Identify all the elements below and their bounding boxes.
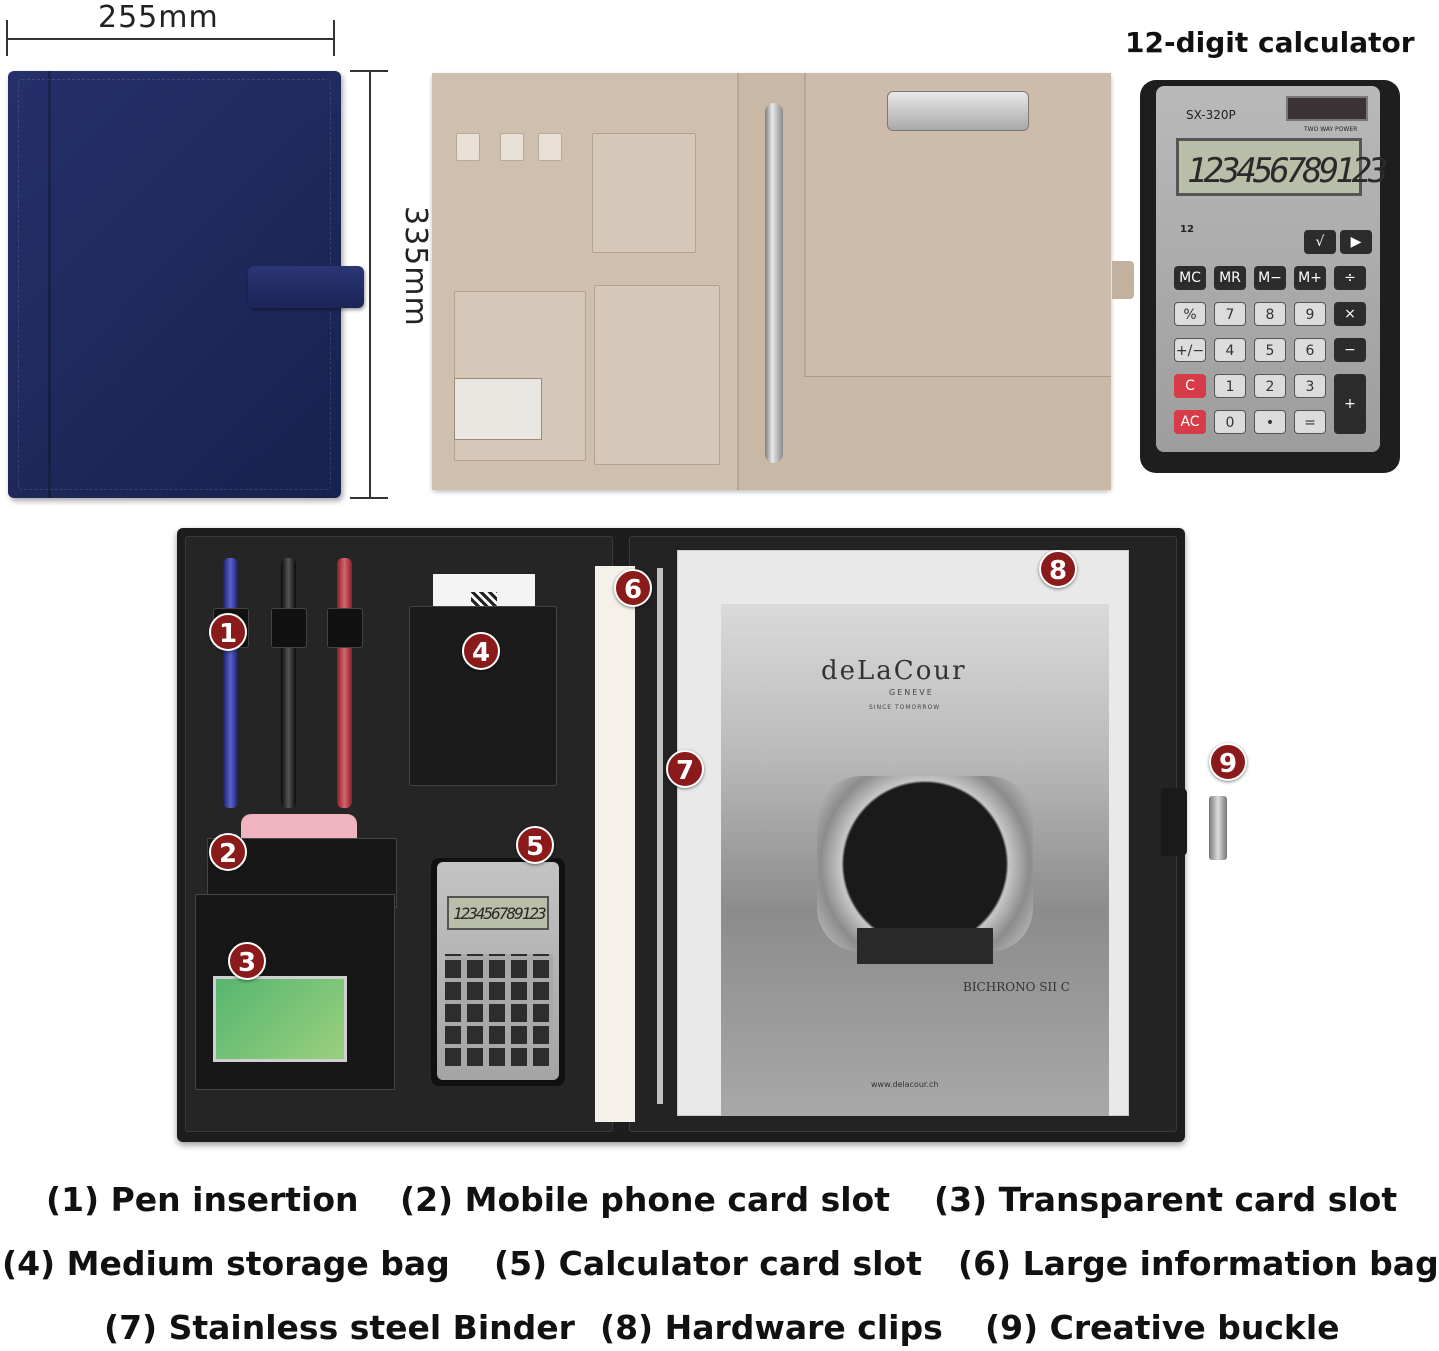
width-dimension-tick-right <box>333 20 335 56</box>
brochure-brand: deLaCour <box>821 656 967 686</box>
watch-image <box>817 776 1033 952</box>
calculator-key: M− <box>1254 266 1286 290</box>
callout-2: 2 <box>209 833 247 871</box>
small-calculator-display-text: 123456789123 <box>453 904 547 923</box>
calculator-key: + <box>1334 374 1366 434</box>
brochure-model: BICHRONO SII C <box>963 980 1070 994</box>
calculator-key: 5 <box>1254 338 1286 362</box>
feature-medium-storage-bag: (4) Medium storage bag <box>2 1244 450 1283</box>
beige-id-window <box>454 378 542 440</box>
feature-pen-insertion: (1) Pen insertion <box>46 1180 359 1219</box>
calculator-power-label: TWO WAY POWER <box>1304 126 1358 133</box>
height-dimension-tick-top <box>350 70 388 72</box>
calculator-key: 6 <box>1294 338 1326 362</box>
feature-mobile-phone-card-slot: (2) Mobile phone card slot <box>400 1180 891 1219</box>
calculator-key: ÷ <box>1334 266 1366 290</box>
beige-bottom-pocket <box>804 376 1111 490</box>
calculator-key: 4 <box>1214 338 1246 362</box>
calculator-model: SX-320P <box>1186 108 1236 122</box>
calculator-key: 3 <box>1294 374 1326 398</box>
red-pen <box>337 558 352 808</box>
calculator-digits-badge: 12 <box>1180 224 1194 235</box>
beige-pen-loop <box>538 133 562 161</box>
calculator-key: 1 <box>1214 374 1246 398</box>
beige-portfolio-open <box>432 73 1134 490</box>
width-dimension-line <box>6 38 334 40</box>
callout-9: 9 <box>1209 743 1247 781</box>
beige-calculator-pocket <box>594 285 720 465</box>
height-dimension-line <box>369 70 371 498</box>
calculator-key: +/− <box>1174 338 1206 362</box>
navy-spine-line <box>48 71 51 498</box>
calculator-key: − <box>1334 338 1366 362</box>
beige-left-panel <box>432 73 739 490</box>
calculator-key: C <box>1174 374 1206 398</box>
feature-creative-buckle: (9) Creative buckle <box>985 1308 1340 1347</box>
calculator-key: × <box>1334 302 1366 326</box>
width-dimension-tick-left <box>6 20 8 56</box>
callout-7: 7 <box>666 750 704 788</box>
callout-1: 1 <box>209 613 247 651</box>
calculator-key: 9 <box>1294 302 1326 326</box>
calculator-caption: 12-digit calculator <box>1125 26 1415 59</box>
calculator-key: √ <box>1304 230 1336 254</box>
black-pen <box>281 558 296 808</box>
feature-calculator-card-slot: (5) Calculator card slot <box>494 1244 922 1283</box>
stainless-binder-rail <box>657 568 663 1104</box>
height-dimension-tick-bottom <box>350 497 388 499</box>
buckle-tab <box>1161 788 1187 856</box>
calculator-key: 0 <box>1214 410 1246 434</box>
callout-6: 6 <box>614 569 652 607</box>
beige-closure-tab <box>1112 261 1134 299</box>
beige-pen-loop <box>500 133 524 161</box>
small-calculator-face: 123456789123 <box>437 862 559 1080</box>
solar-panel <box>1286 96 1368 121</box>
callout-4: 4 <box>462 632 500 670</box>
calculator-key: 2 <box>1254 374 1286 398</box>
large-information-bag <box>595 566 635 1122</box>
beige-pen-loop <box>456 133 480 161</box>
blue-pen <box>223 558 238 808</box>
beige-clipboard-clip <box>887 91 1029 131</box>
calculator-display: 123456789123 <box>1176 138 1389 196</box>
black-portfolio-open: 123456789123 deLaCour GENEVE SINCE TOMOR… <box>177 528 1227 1142</box>
feature-large-information-bag: (6) Large information bag <box>958 1244 1439 1283</box>
feature-transparent-card-slot: (3) Transparent card slot <box>934 1180 1398 1219</box>
calculator-key: ▶ <box>1340 230 1372 254</box>
calculator: SX-320P TWO WAY POWER 123456789123 12 √▶… <box>1140 80 1400 473</box>
navy-buckle-strap <box>248 266 364 308</box>
brochure-url: www.delacour.ch <box>871 1080 939 1089</box>
beige-ring-binder <box>765 103 783 463</box>
calculator-key: 8 <box>1254 302 1286 326</box>
green-card <box>213 976 347 1062</box>
calculator-key: M+ <box>1294 266 1326 290</box>
callout-5: 5 <box>516 826 554 864</box>
small-calculator: 123456789123 <box>431 858 565 1086</box>
small-calculator-display: 123456789123 <box>447 896 549 930</box>
navy-portfolio-closed <box>8 71 364 498</box>
height-dimension-label: 335mm <box>398 206 433 327</box>
feature-hardware-clips: (8) Hardware clips <box>600 1308 943 1347</box>
callout-8: 8 <box>1039 550 1077 588</box>
callout-3: 3 <box>228 942 266 980</box>
calculator-key: % <box>1174 302 1206 326</box>
pen-loop <box>271 608 307 648</box>
beige-medium-pocket <box>592 133 696 253</box>
brochure-city: GENEVE <box>889 688 934 697</box>
watch-strap <box>857 928 993 964</box>
brochure-tagline: SINCE TOMORROW <box>869 704 941 711</box>
pen-loop <box>327 608 363 648</box>
calculator-key: 7 <box>1214 302 1246 326</box>
calculator-key: = <box>1294 410 1326 434</box>
calculator-key: MC <box>1174 266 1206 290</box>
calculator-key: AC <box>1174 410 1206 434</box>
small-calculator-keypad <box>445 954 553 1070</box>
calculator-key: • <box>1254 410 1286 434</box>
calculator-display-text: 123456789123 <box>1187 151 1389 191</box>
buckle-metal <box>1209 796 1227 860</box>
calculator-face: SX-320P TWO WAY POWER 123456789123 12 √▶… <box>1156 86 1389 452</box>
calculator-key: MR <box>1214 266 1246 290</box>
feature-stainless-steel-binder: (7) Stainless steel Binder <box>104 1308 575 1347</box>
width-dimension-label: 255mm <box>98 0 219 35</box>
